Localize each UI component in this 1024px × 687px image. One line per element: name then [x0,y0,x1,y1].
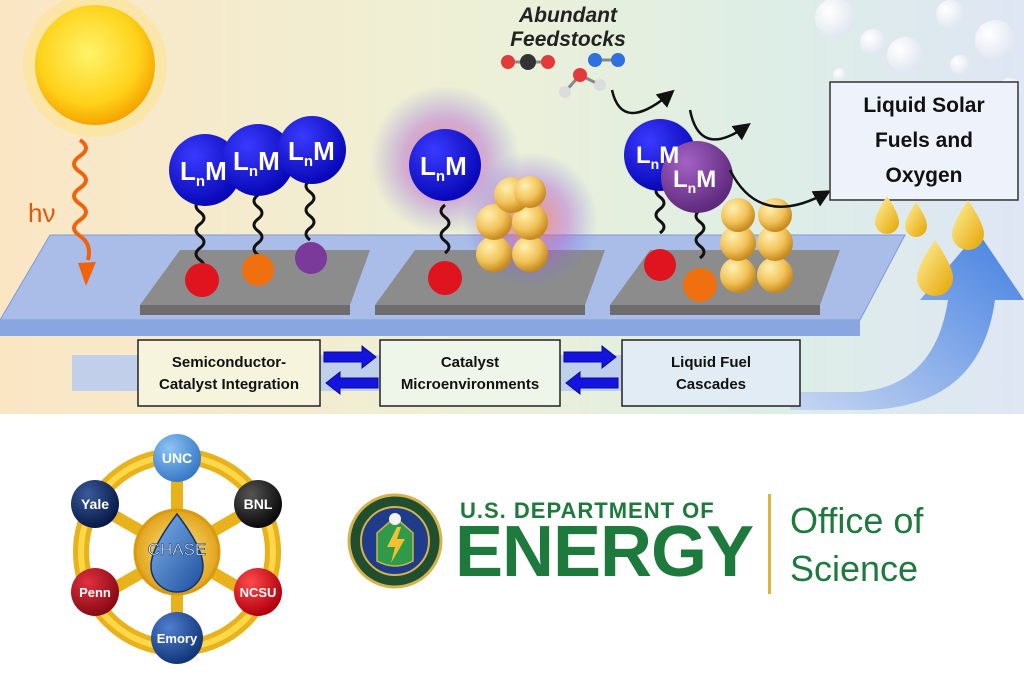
svg-text:LnM: LnM [636,142,679,172]
svg-text:NCSU: NCSU [240,585,277,600]
molecule-co2-icon [501,54,555,70]
molecule-n2-icon [588,53,625,67]
svg-text:Cascades: Cascades [676,376,746,393]
light-wave-arrowhead [78,262,96,286]
svg-text:Oxygen: Oxygen [885,164,962,187]
panel-2 [370,85,598,295]
chase-node-penn: Penn [71,568,119,616]
chase-logo: CHASE UNC BNL NCSU Emory Penn Yale [71,434,282,664]
svg-text:LnM: LnM [288,136,335,170]
double-arrow-1 [323,344,379,396]
ligand-labels: LnM LnM LnM LnM LnM LnM [180,136,716,196]
svg-text:Penn: Penn [79,585,111,600]
fuel-droplets [875,196,984,296]
anchor-red [185,263,219,297]
anchor-red [428,261,462,295]
solar-fuels-diagram: hν [0,0,1024,414]
chase-node-unc: UNC [153,434,201,482]
anchor-orange [683,268,717,302]
light-label: hν [28,198,55,228]
process-box-3: Liquid Fuel Cascades [621,339,801,407]
svg-text:LnM: LnM [420,151,467,185]
svg-text:Fuels and: Fuels and [875,129,973,152]
svg-text:Microenvironments: Microenvironments [401,376,539,393]
process-box-2: Catalyst Microenvironments [379,339,561,407]
svg-text:UNC: UNC [162,450,192,466]
reaction-arrows [610,89,832,208]
belt-front [0,320,860,336]
anchor-orange [242,254,274,286]
panel-1 [169,116,346,297]
doe-seal-icon [347,493,443,589]
doe-divider [768,494,771,594]
doe-department-line: U.S. DEPARTMENT OF [460,498,715,523]
double-arrow-2 [563,344,619,396]
light-wave [72,138,91,261]
output-box: Liquid Solar Fuels and Oxygen [829,81,1019,201]
molecule-water-icon [559,68,606,98]
output-arrow [790,232,1024,410]
office-of-science-line2: Science [790,548,919,589]
chase-center-label: CHASE [148,540,207,559]
svg-text:Liquid Fuel: Liquid Fuel [671,354,751,371]
svg-text:Semiconductor-: Semiconductor- [172,354,286,371]
svg-text:LnM: LnM [180,156,227,190]
svg-text:Liquid Solar: Liquid Solar [863,94,984,117]
anchor-red [644,249,676,281]
process-box-1: Semiconductor- Catalyst Integration [137,339,321,407]
chase-node-bnl: BNL [234,480,282,528]
office-of-science-line1: Office of [790,500,924,541]
chase-node-yale: Yale [71,480,119,528]
chase-node-emory: Emory [151,612,203,664]
svg-text:Yale: Yale [81,496,109,512]
svg-text:LnM: LnM [673,166,716,196]
nanoparticle-cluster [720,198,793,293]
anchor-purple [295,242,327,274]
panel-3 [624,119,793,302]
svg-text:Catalyst Integration: Catalyst Integration [159,376,299,393]
doe-energy-wordmark: ENERGY [455,512,754,592]
feedstocks-label: Abundant [518,4,618,27]
nanoparticle-cluster [476,176,548,272]
sun-icon [23,0,167,137]
svg-text:Emory: Emory [157,631,198,646]
svg-text:BNL: BNL [244,496,273,512]
feedstocks-label: Feedstocks [510,28,626,51]
svg-text:LnM: LnM [233,146,280,180]
svg-text:Catalyst: Catalyst [441,354,499,371]
chase-node-ncsu: NCSU [234,568,282,616]
